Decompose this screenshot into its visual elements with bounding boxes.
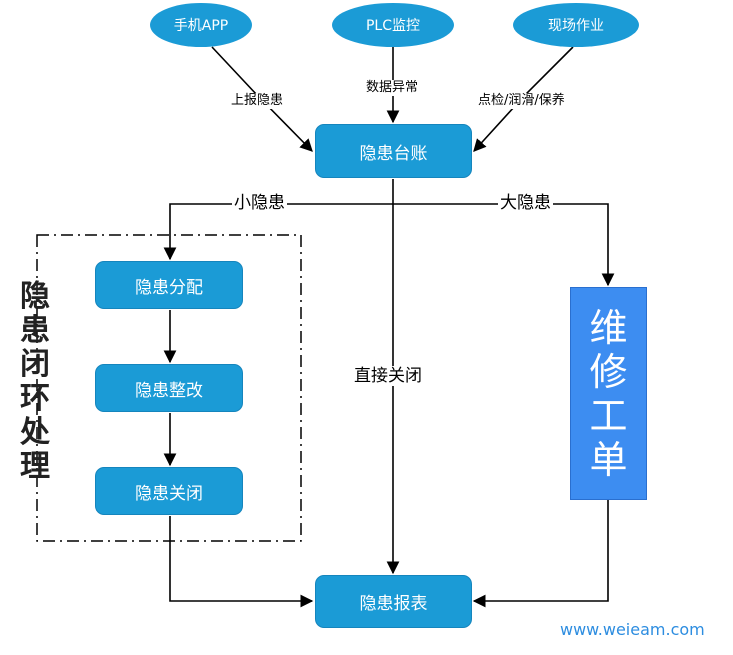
edge-label-inspection: 点检/润滑/保养 [476, 93, 567, 109]
edge-label-report-hazard: 上报隐患 [229, 93, 286, 109]
edge-small-branch [163, 203, 393, 261]
work-order-char: 修 [589, 349, 628, 394]
source-plc-node: PLC监控 [332, 3, 454, 47]
source-app-node: 手机APP [150, 3, 252, 47]
ledger-node: 隐患台账 [315, 124, 472, 178]
closed-loop-title-char: 理 [20, 449, 50, 484]
source-site-node: 现场作业 [513, 3, 639, 47]
watermark-text: www.weieam.com [560, 620, 705, 639]
work-order-char: 维 [589, 305, 628, 350]
edge-close-to-report [169, 516, 314, 608]
closed-loop-title-char: 闭 [20, 347, 50, 382]
edge-workorder-to-report [472, 500, 609, 608]
edge-label-data-abnormal: 数据异常 [364, 80, 421, 96]
report-node: 隐患报表 [315, 575, 472, 628]
branch-label-direct: 直接关闭 [352, 366, 424, 386]
work-order-char: 单 [589, 437, 628, 482]
closed-loop-title-char: 患 [20, 313, 50, 348]
closed-loop-boundary [36, 234, 302, 542]
edge-big-branch [393, 203, 615, 287]
closed-loop-title-char: 环 [20, 381, 50, 416]
step-rectify-node: 隐患整改 [95, 364, 243, 412]
closed-loop-title: 隐 患 闭 环 处 理 [15, 280, 55, 484]
branch-label-small: 小隐患 [232, 193, 287, 213]
closed-loop-title-char: 处 [20, 415, 50, 450]
work-order-char: 工 [589, 393, 628, 438]
work-order-node: 维 修 工 单 [570, 287, 647, 500]
step-assign-node: 隐患分配 [95, 261, 243, 309]
step-close-node: 隐患关闭 [95, 467, 243, 515]
branch-label-big: 大隐患 [498, 193, 553, 213]
closed-loop-title-char: 隐 [20, 279, 50, 314]
